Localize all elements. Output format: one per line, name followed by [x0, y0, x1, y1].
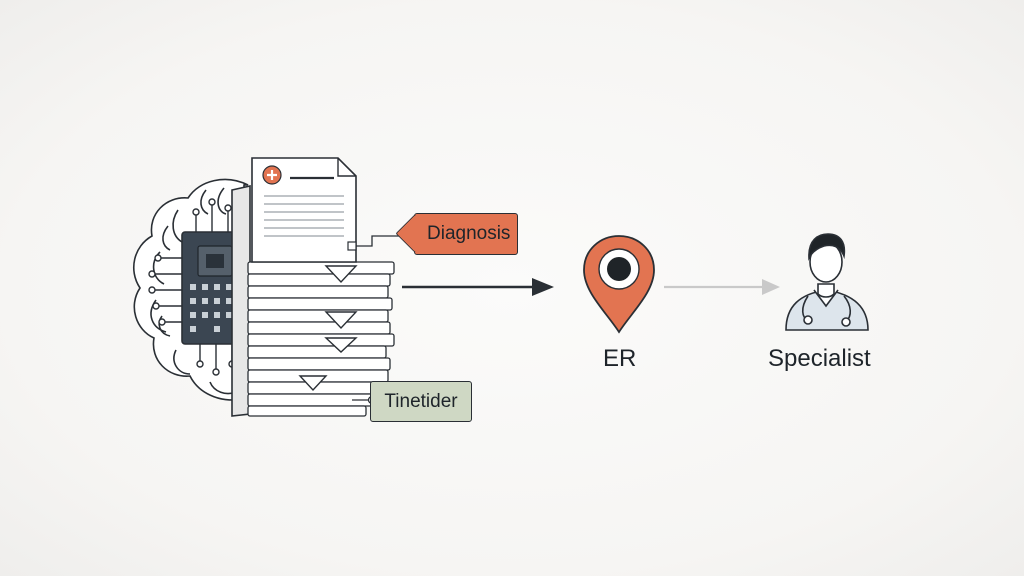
flow-arrow-secondary — [664, 279, 780, 295]
medical-document-icon — [231, 157, 419, 417]
timeline-label: Tinetider — [384, 390, 458, 412]
diagnosis-tag: Diagnosis — [395, 213, 518, 255]
er-label: ER — [603, 345, 637, 372]
timeline-tag: Tinetider — [370, 381, 472, 422]
specialist-label: Specialist — [768, 345, 871, 372]
location-pin-icon — [583, 235, 655, 334]
circuit-chip-icon — [148, 198, 247, 376]
flow-arrow-main — [402, 278, 554, 296]
diagnosis-label: Diagnosis — [427, 223, 511, 244]
doctor-icon — [785, 233, 869, 331]
